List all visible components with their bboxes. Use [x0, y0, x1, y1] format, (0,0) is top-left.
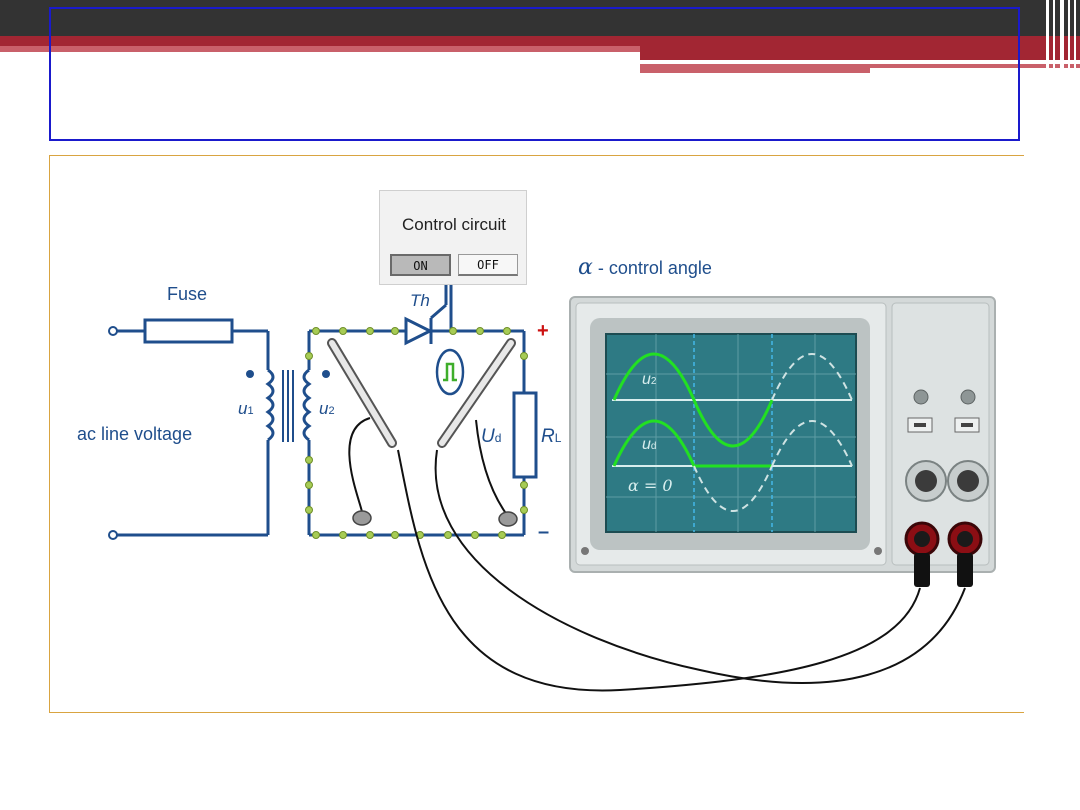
- fuse: [143, 318, 234, 344]
- trace-ud: [612, 419, 772, 468]
- scope-grid: [606, 334, 856, 532]
- title-placeholder[interactable]: [49, 7, 1020, 141]
- secondary-coil: [302, 368, 312, 442]
- primary-coil: [265, 368, 275, 442]
- scope-controls: [904, 389, 989, 587]
- node-dots: [305, 327, 528, 539]
- plus-sign: +: [537, 320, 549, 342]
- scope-ud-label: ud: [642, 436, 657, 453]
- u1-label: u1: [238, 399, 254, 418]
- scope-u2-label: u2: [642, 371, 657, 388]
- ac-line-voltage-label: ac line voltage: [77, 424, 193, 444]
- probe-cables: [348, 417, 966, 692]
- content-frame: [49, 155, 1024, 713]
- gate-pulse-icon: [435, 348, 465, 396]
- u2-label: u2: [319, 399, 335, 418]
- control-circuit-panel: Control circuit ON OFF: [379, 190, 527, 285]
- on-button[interactable]: ON: [390, 254, 451, 276]
- off-button[interactable]: OFF: [458, 254, 518, 276]
- probe-clips: [352, 510, 518, 527]
- trace-u2: [612, 352, 774, 448]
- ud-label: Ud: [481, 426, 502, 447]
- polarity-dot-primary: [246, 370, 254, 378]
- terminal-top: [108, 326, 118, 336]
- scope-angle-label: α = 0: [628, 476, 673, 495]
- thyristor: [404, 316, 434, 346]
- rl-label: RL: [541, 426, 562, 447]
- thyristor-label: Th: [410, 291, 430, 310]
- load-resistor: [512, 391, 538, 479]
- scope-screen: [605, 333, 857, 533]
- header-banner: [0, 0, 1080, 75]
- terminal-bottom: [108, 530, 118, 540]
- control-circuit-title: Control circuit: [402, 215, 506, 234]
- control-angle-label: α - control angle: [578, 255, 712, 280]
- polarity-dot-secondary: [322, 370, 330, 378]
- probes: [327, 338, 516, 448]
- fuse-label: Fuse: [167, 284, 208, 304]
- minus-sign: –: [538, 521, 550, 543]
